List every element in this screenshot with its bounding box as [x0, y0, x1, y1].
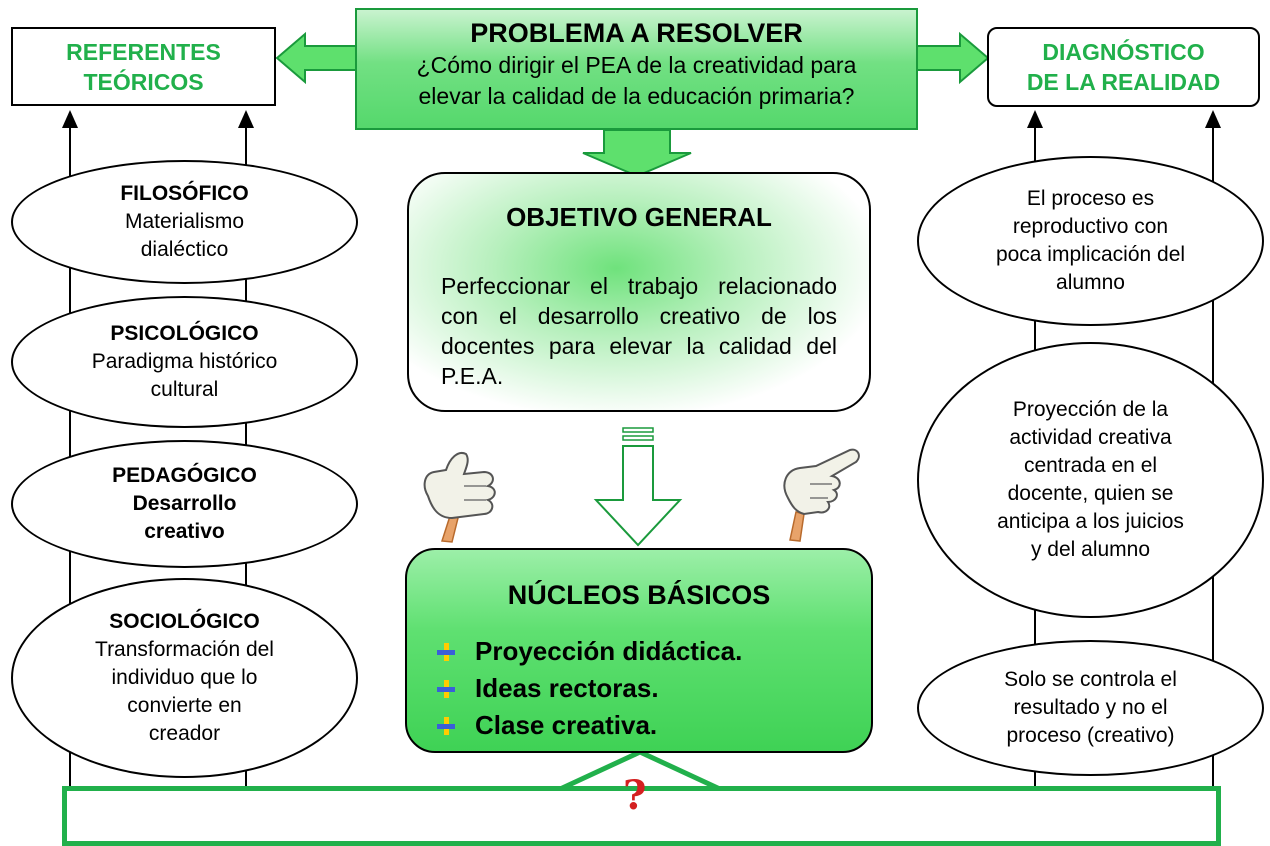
left-header-line1: REFERENTES	[66, 39, 221, 65]
nucleos-item: Ideas rectoras.	[437, 670, 871, 707]
arrow-to-left-header	[275, 31, 359, 85]
arrow-problem-to-objective	[582, 129, 692, 178]
right-1-line: El proceso es	[1026, 187, 1155, 210]
arrow-to-right-header	[915, 31, 990, 85]
right-1-line: alumno	[1056, 271, 1125, 294]
right-ellipse-3: Solo se controla el resultado y no el pr…	[917, 640, 1264, 776]
arrow-objective-to-nucleos	[593, 445, 683, 547]
right-3-line: proceso (creativo)	[1006, 724, 1175, 747]
filosofico-title: FILOSÓFICO	[120, 182, 249, 205]
left-ellipse-filosofico: FILOSÓFICO Materialismo dialéctico	[11, 160, 358, 284]
left-ellipse-pedagogico: PEDAGÓGICO Desarrollo creativo	[11, 440, 358, 568]
right-1-line: poca implicación del	[995, 243, 1186, 266]
nucleos-list: Proyección didáctica. Ideas rectoras. Cl…	[437, 633, 871, 744]
nucleos-item: Proyección didáctica.	[437, 633, 871, 670]
nucleos-item-label: Ideas rectoras.	[475, 673, 659, 703]
problem-box: PROBLEMA A RESOLVER ¿Cómo dirigir el PEA…	[355, 8, 918, 130]
right-3-line: resultado y no el	[1013, 696, 1168, 719]
right-header-line2: DE LA REALIDAD	[1026, 69, 1221, 95]
pedagogico-title: PEDAGÓGICO	[112, 464, 257, 487]
problem-question-line2: elevar la calidad de la educación primar…	[418, 83, 855, 109]
sociologico-line: individuo que lo	[111, 666, 258, 689]
sociologico-line: creador	[148, 722, 221, 745]
nucleos-box: NÚCLEOS BÁSICOS Proyección didáctica. Id…	[405, 548, 873, 753]
right-2-line: centrada en el	[1023, 454, 1158, 477]
left-ellipse-sociologico: SOCIOLÓGICO Transformación del individuo…	[11, 578, 358, 778]
objective-text: Perfeccionar el trabajo relacionado con …	[441, 273, 837, 389]
sociologico-title: SOCIOLÓGICO	[109, 610, 260, 633]
right-2-line: actividad creativa	[1009, 426, 1172, 449]
right-2-line: y del alumno	[1030, 538, 1151, 561]
pointing-hand-icon	[783, 448, 860, 542]
thumbs-up-hand-icon	[423, 452, 496, 543]
left-header-line2: TEÓRICOS	[83, 69, 204, 95]
nucleos-item: Clase creativa.	[437, 707, 871, 744]
right-2-line: Proyección de la	[1012, 398, 1169, 421]
sociologico-line: Transformación del	[95, 638, 274, 661]
nucleos-item-label: Clase creativa.	[475, 710, 658, 740]
filosofico-line: Materialismo	[124, 210, 245, 233]
psicologico-line: Paradigma histórico	[91, 350, 278, 373]
psicologico-line: cultural	[150, 378, 219, 401]
left-header-box: REFERENTES TEÓRICOS	[11, 27, 276, 106]
filosofico-line: dialéctico	[140, 238, 229, 261]
bullet-plus-icon	[437, 679, 455, 698]
psicologico-title: PSICOLÓGICO	[110, 322, 259, 345]
problem-question-line1: ¿Cómo dirigir el PEA de la creatividad p…	[416, 52, 857, 78]
objective-title: OBJETIVO GENERAL	[506, 202, 772, 232]
pedagogico-line: Desarrollo	[132, 492, 237, 515]
sociologico-line: convierte en	[127, 694, 242, 717]
right-2-line: anticipa a los juicios	[997, 510, 1184, 533]
nucleos-title: NÚCLEOS BÁSICOS	[507, 580, 771, 610]
bullet-plus-icon	[437, 716, 455, 735]
right-1-line: reproductivo con	[1012, 215, 1169, 238]
right-ellipse-2: Proyección de la actividad creativa cent…	[917, 342, 1264, 618]
bullet-plus-icon	[437, 642, 455, 661]
right-ellipse-1: El proceso es reproductivo con poca impl…	[917, 156, 1264, 326]
right-2-line: docente, quien se	[1007, 482, 1174, 505]
question-mark-icon: ?	[623, 772, 647, 819]
nucleos-item-label: Proyección didáctica.	[475, 636, 743, 666]
pedagogico-line: creativo	[144, 520, 225, 543]
right-header-line1: DIAGNÓSTICO	[1042, 39, 1205, 65]
left-ellipse-psicologico: PSICOLÓGICO Paradigma histórico cultural	[11, 296, 358, 428]
right-header-box: DIAGNÓSTICO DE LA REALIDAD	[987, 27, 1260, 107]
problem-title: PROBLEMA A RESOLVER	[470, 18, 803, 48]
arrow-stripes	[622, 427, 654, 433]
objective-box: OBJETIVO GENERAL Perfeccionar el trabajo…	[407, 172, 871, 412]
right-3-line: Solo se controla el	[1004, 668, 1177, 691]
